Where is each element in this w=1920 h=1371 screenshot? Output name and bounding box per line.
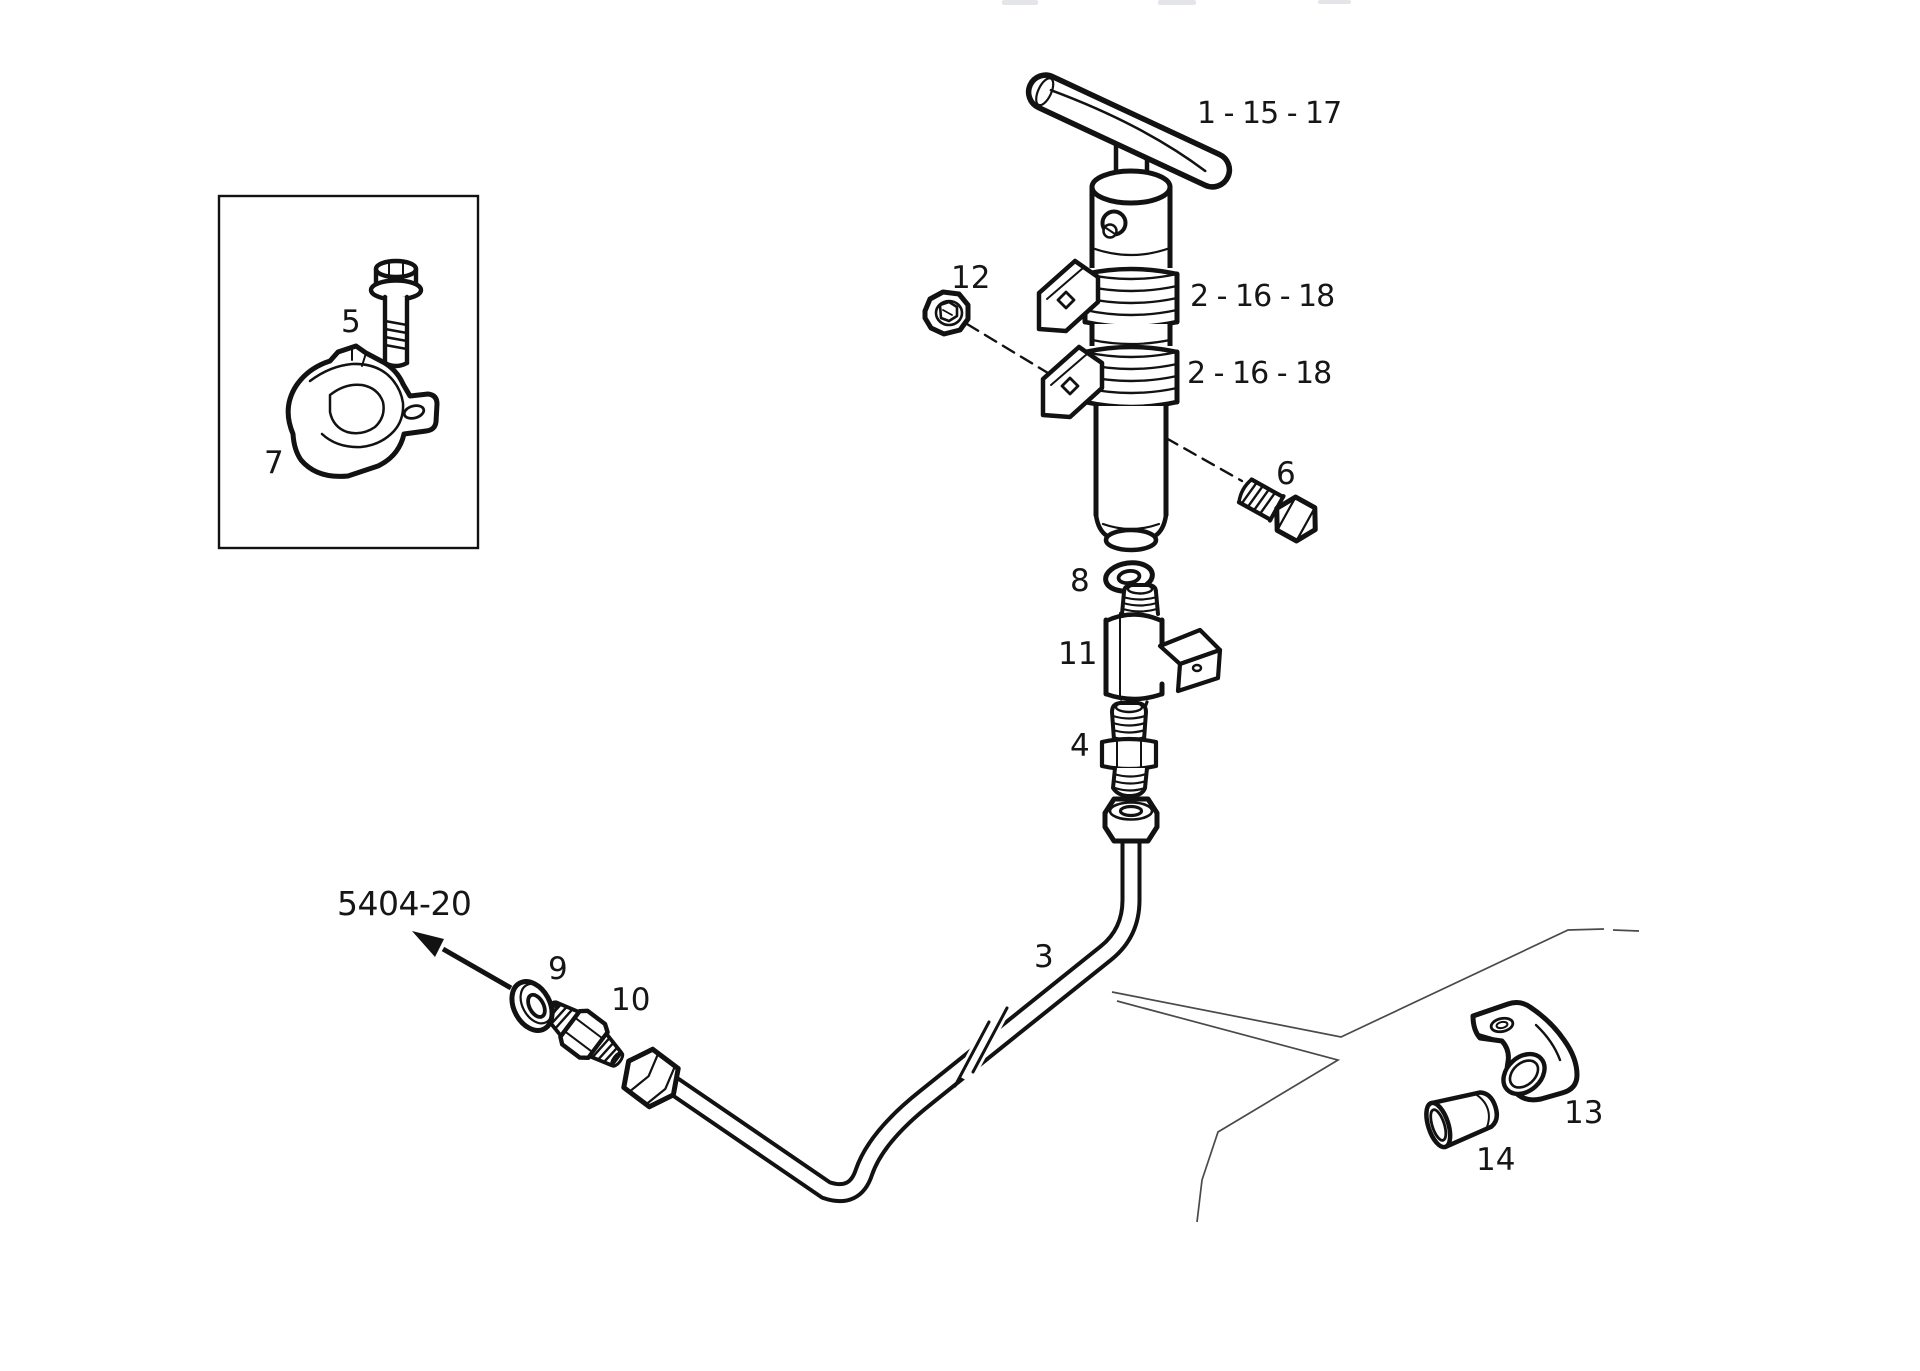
seal-washer-9 — [509, 979, 555, 1033]
leader-dashed-nut12 — [965, 322, 1050, 375]
callout-10: 10 — [611, 982, 650, 1018]
callout-4: 4 — [1070, 728, 1090, 764]
body-outline-lines — [1111, 928, 1640, 1223]
mounting-bracket-lower — [1040, 344, 1105, 420]
callout-5: 5 — [341, 304, 361, 340]
callout-handle-group: 1 - 15 - 17 — [1197, 96, 1341, 131]
shutoff-valve-11 — [1103, 583, 1223, 715]
callout-8: 8 — [1070, 563, 1090, 599]
pipe-nut-lower — [621, 1046, 681, 1110]
callout-12: 12 — [951, 260, 990, 296]
fuel-pipe-3 — [663, 827, 1142, 1204]
inset-clamp-7 — [285, 343, 440, 479]
callout-7: 7 — [264, 445, 284, 481]
mount-bolt-6 — [1236, 477, 1318, 544]
callout-clamp-lower: 2 - 16 - 18 — [1187, 356, 1331, 391]
reference-arrow — [412, 931, 513, 991]
callout-9: 9 — [548, 951, 568, 987]
callout-3: 3 — [1034, 939, 1054, 975]
callout-clamp-upper: 2 - 16 - 18 — [1190, 279, 1334, 314]
inset-box — [217, 194, 480, 550]
inset-bolt-5 — [368, 258, 424, 369]
connector-fitting-10 — [543, 1000, 625, 1068]
pump-mid-section — [1089, 321, 1173, 353]
t-handle — [1025, 72, 1233, 190]
pipe-break-mark — [953, 1006, 1009, 1088]
clamp-bracket-13 — [1470, 1000, 1580, 1103]
pump-cylinder — [1089, 168, 1173, 273]
figure-reference-label: 5404-20 — [337, 884, 471, 923]
mounting-bracket-upper — [1036, 258, 1101, 334]
callout-13: 13 — [1564, 1095, 1603, 1131]
scan-artifacts — [1002, 0, 1351, 5]
pipe-nut-upper — [1102, 796, 1160, 844]
hand-primer-pump — [1025, 72, 1233, 553]
callout-11: 11 — [1058, 636, 1097, 672]
union-fitting-4 — [1099, 700, 1159, 798]
flange-nut-12 — [922, 289, 971, 337]
callout-14: 14 — [1476, 1142, 1515, 1178]
callout-6: 6 — [1276, 456, 1296, 492]
pump-lower-tube — [1093, 403, 1169, 553]
bushing-14 — [1424, 1090, 1500, 1150]
